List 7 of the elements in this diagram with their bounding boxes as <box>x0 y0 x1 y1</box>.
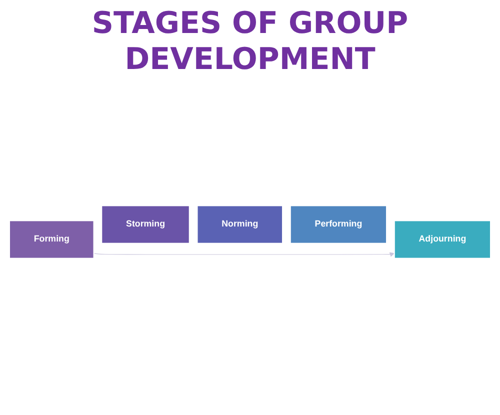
node-box: Storming <box>101 205 190 244</box>
node-box: Adjourning <box>394 220 492 259</box>
node-box: Performing <box>290 205 388 244</box>
node-box: Forming <box>8 220 94 259</box>
arrow <box>94 252 395 257</box>
node-box: Norming <box>196 205 284 244</box>
title: STAGES OF GROUP DEVELOPMENT <box>90 6 410 78</box>
